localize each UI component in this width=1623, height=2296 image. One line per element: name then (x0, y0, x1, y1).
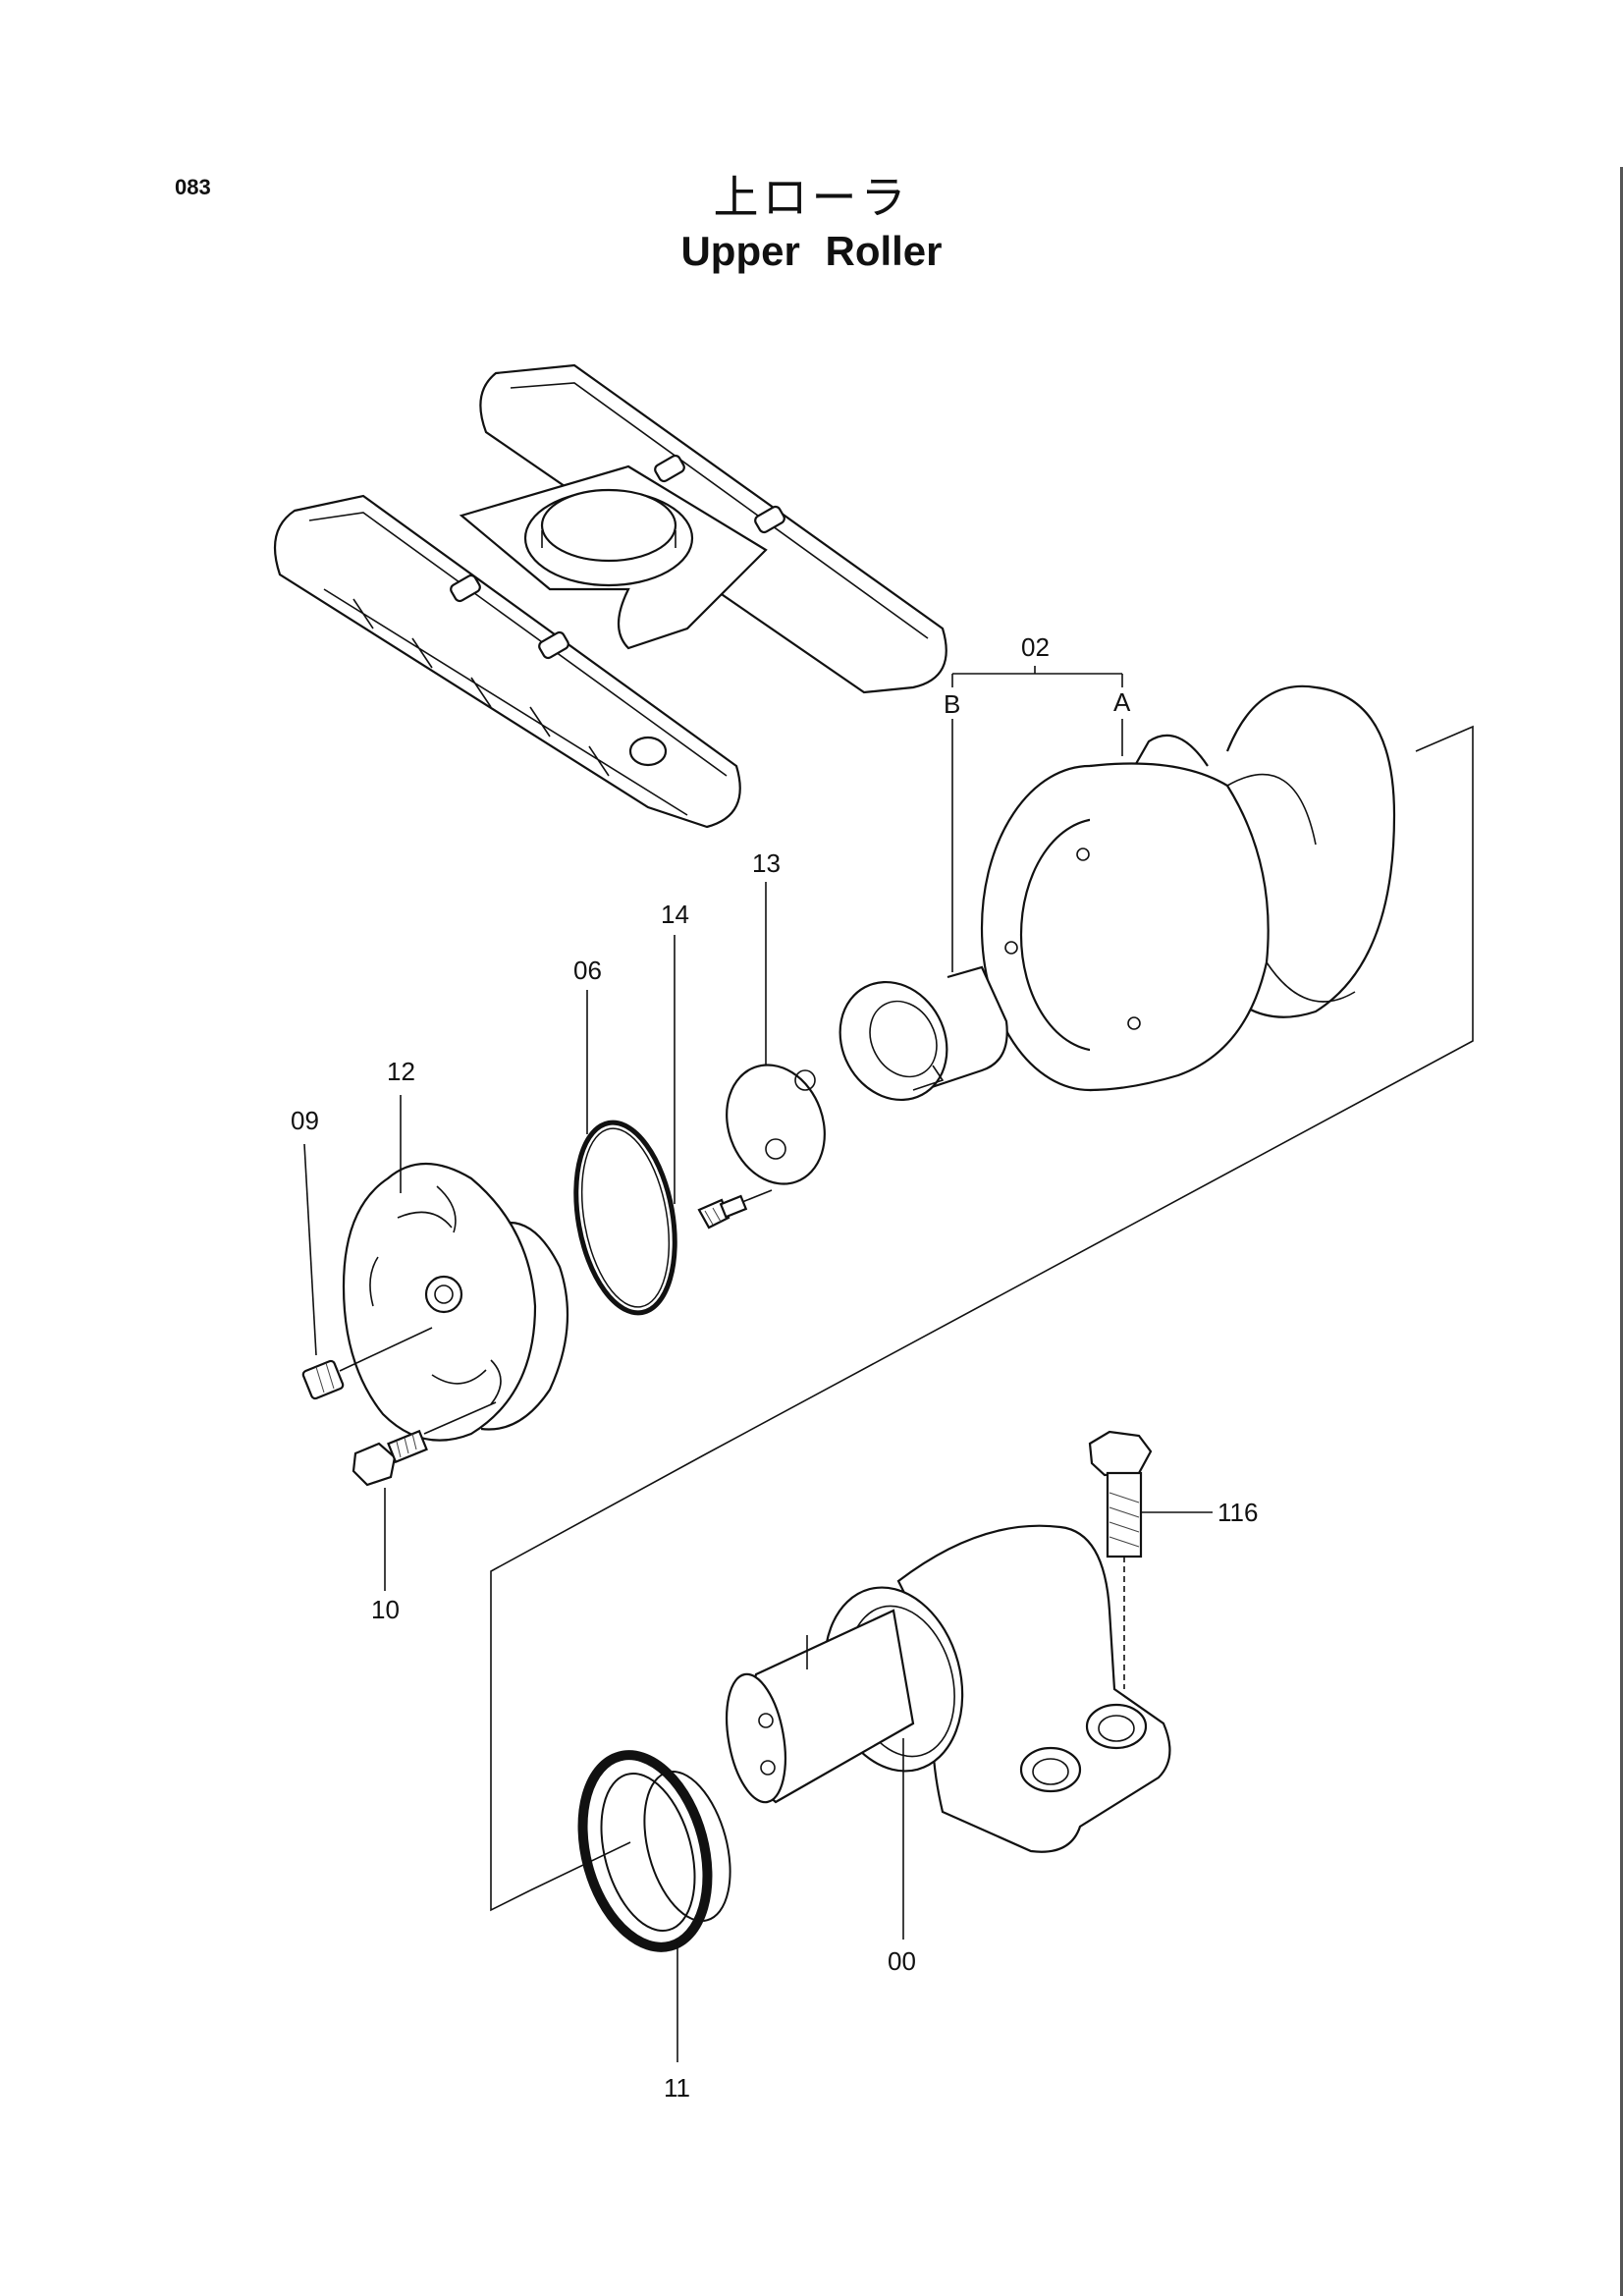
page-code: 083 (175, 175, 211, 199)
callout-06: 06 (573, 956, 602, 985)
bushing-b (839, 965, 1008, 1102)
callout-116: 116 (1217, 1498, 1258, 1527)
roller-shell-02 (980, 684, 1396, 1092)
o-ring-06 (573, 1120, 677, 1316)
callout-12: 12 (387, 1057, 415, 1086)
callout-11: 11 (664, 2073, 690, 2103)
roller-marker (450, 454, 785, 660)
callout-09: 09 (291, 1106, 319, 1135)
callout-10: 10 (371, 1595, 400, 1624)
shaft-bracket-00 (726, 1524, 1171, 1853)
bolt-116 (1088, 1430, 1153, 1689)
plug-09 (301, 1327, 433, 1400)
callout-00: 00 (888, 1946, 916, 1976)
track-frame-illustration (273, 363, 947, 829)
assembly-outline (490, 725, 1474, 1912)
bolt-10 (352, 1401, 497, 1487)
callout-14: 14 (661, 900, 689, 929)
callout-b: B (944, 689, 960, 719)
page-edge (1620, 167, 1623, 2296)
callout-02: 02 (1021, 632, 1050, 662)
screw-14 (697, 1189, 773, 1230)
title-japanese: 上ローラ (713, 171, 910, 224)
floating-seal-11 (529, 1750, 731, 1952)
title-english: Upper Roller (680, 228, 943, 274)
callout-labels: 02 A B 13 14 06 12 09 10 116 00 11 (291, 632, 1258, 2103)
thrust-plate-13 (726, 1064, 826, 1185)
cover-12 (342, 1162, 569, 1442)
leader-lines (303, 666, 1213, 2062)
callout-a: A (1113, 687, 1131, 717)
callout-13: 13 (752, 848, 781, 878)
